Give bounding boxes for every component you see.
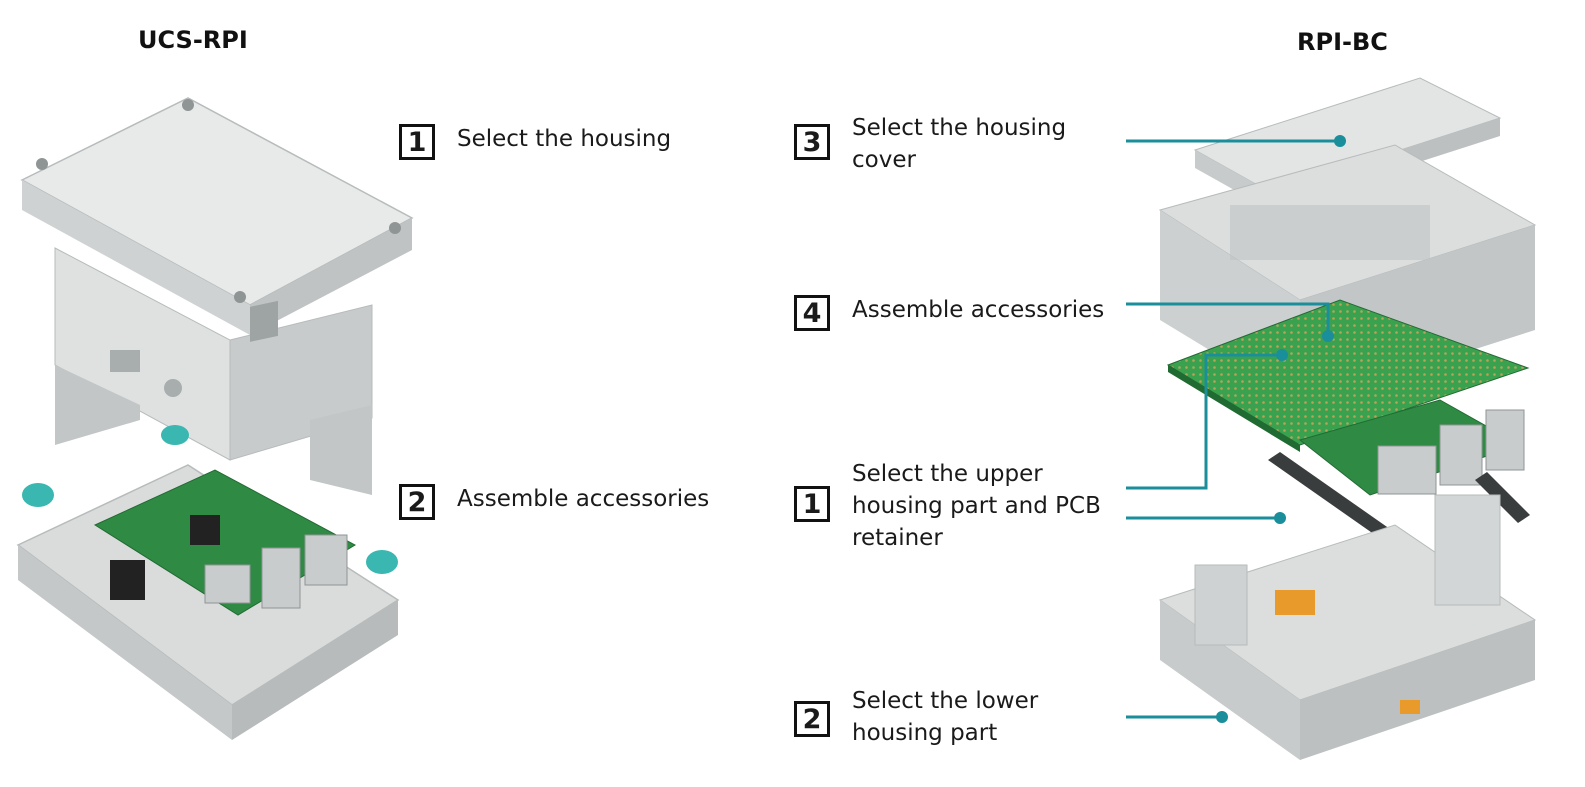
- step-label-line: housing part: [852, 717, 1038, 749]
- rpi-step-select-lower-housing: 2 Select the lower housing part: [794, 701, 1038, 749]
- step-label-line: retainer: [852, 522, 1101, 554]
- step-number-badge: 4: [794, 295, 830, 331]
- rpi-step-select-upper-housing: 1 Select the upper housing part and PCB …: [794, 486, 1101, 554]
- step-number-badge: 2: [794, 701, 830, 737]
- step-label-line: Assemble accessories: [852, 294, 1104, 326]
- ucs-step-assemble-accessories: 2 Assemble accessories: [399, 484, 709, 520]
- step-label-line: Select the lower: [852, 685, 1038, 717]
- step-number-badge: 1: [399, 124, 435, 160]
- step-label-line: Select the upper: [852, 458, 1101, 490]
- step-number-badge: 1: [794, 486, 830, 522]
- rpi-bc-title: RPI-BC: [1297, 28, 1388, 56]
- ucs-rpi-title: UCS-RPI: [138, 26, 248, 54]
- step-label: Assemble accessories: [457, 483, 709, 515]
- step-label-line: cover: [852, 144, 1066, 176]
- step-number-badge: 2: [399, 484, 435, 520]
- lower-housing-part: [1160, 495, 1535, 760]
- step-label-line: housing part and PCB: [852, 490, 1101, 522]
- step-number-badge: 3: [794, 124, 830, 160]
- step-label-line: Select the housing: [852, 112, 1066, 144]
- step-label: Select the housing: [457, 123, 671, 155]
- ucs-rpi-illustration: [18, 98, 412, 740]
- rpi-step-select-housing-cover: 3 Select the housing cover: [794, 124, 1066, 176]
- rpi-step-assemble-accessories: 4 Assemble accessories: [794, 295, 1104, 331]
- rpi-bc-illustration: [1160, 78, 1535, 760]
- ucs-step-select-housing: 1 Select the housing: [399, 124, 671, 160]
